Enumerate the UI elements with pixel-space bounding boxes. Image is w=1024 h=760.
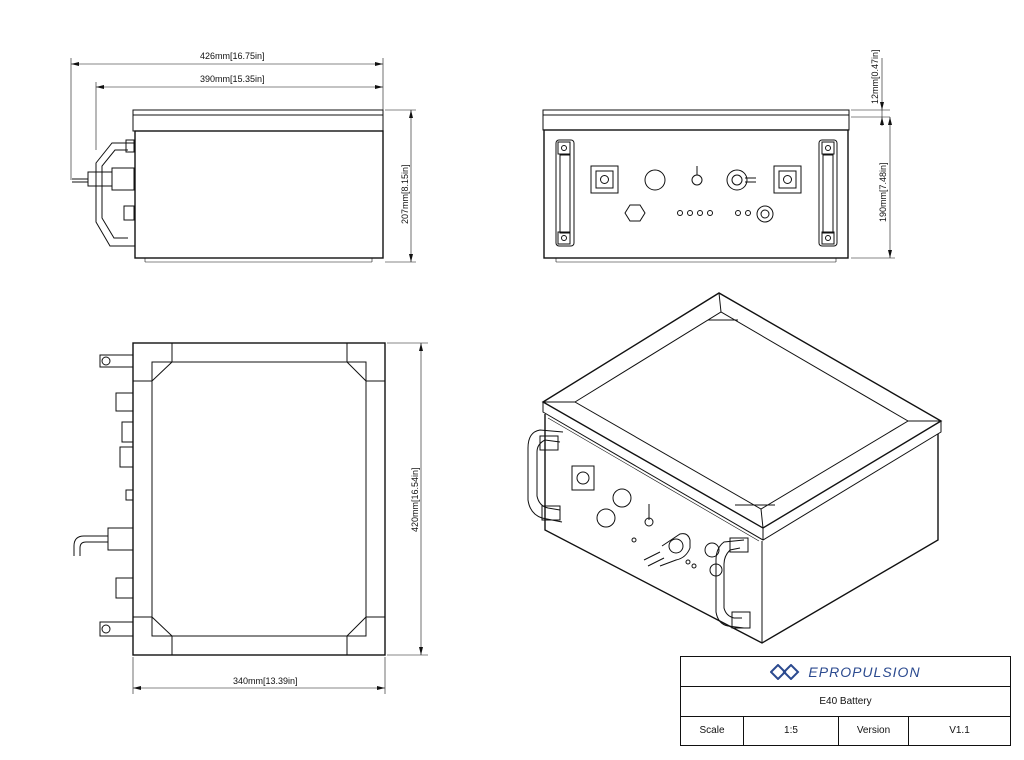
dim-lid-thickness: 12mm[0.47in]	[870, 49, 880, 104]
version-label: Version	[839, 716, 909, 745]
title-block-brand-row: EPROPULSION	[681, 657, 1010, 687]
dim-height-side: 207mm[8.15in]	[400, 164, 410, 224]
epropulsion-logo-icon	[770, 663, 800, 680]
isometric-view	[527, 292, 943, 644]
front-view: 12mm[0.47in] 190mm[7.48in]	[542, 49, 895, 263]
scale-value: 1:5	[744, 716, 839, 745]
dim-front-height: 190mm[7.48in]	[878, 162, 888, 222]
title-block: EPROPULSION E40 Battery Scale 1:5 Versio…	[680, 656, 1011, 746]
dim-depth: 420mm[16.54in]	[410, 467, 420, 532]
side-view: 426mm[16.75in] 390mm[15.35in] 207mm[8.15…	[70, 51, 416, 263]
dim-body-length: 390mm[15.35in]	[200, 74, 265, 84]
title-block-info-row: Scale 1:5 Version V1.1	[681, 716, 1010, 745]
dim-overall-length: 426mm[16.75in]	[200, 51, 265, 61]
version-value: V1.1	[949, 725, 970, 736]
top-view: 420mm[16.54in] 340mm[13.39in]	[73, 342, 428, 694]
dim-width: 340mm[13.39in]	[233, 676, 298, 686]
brand-name: EPROPULSION	[808, 663, 921, 680]
scale-label: Scale	[681, 716, 744, 745]
product-name: E40 Battery	[681, 686, 1010, 717]
